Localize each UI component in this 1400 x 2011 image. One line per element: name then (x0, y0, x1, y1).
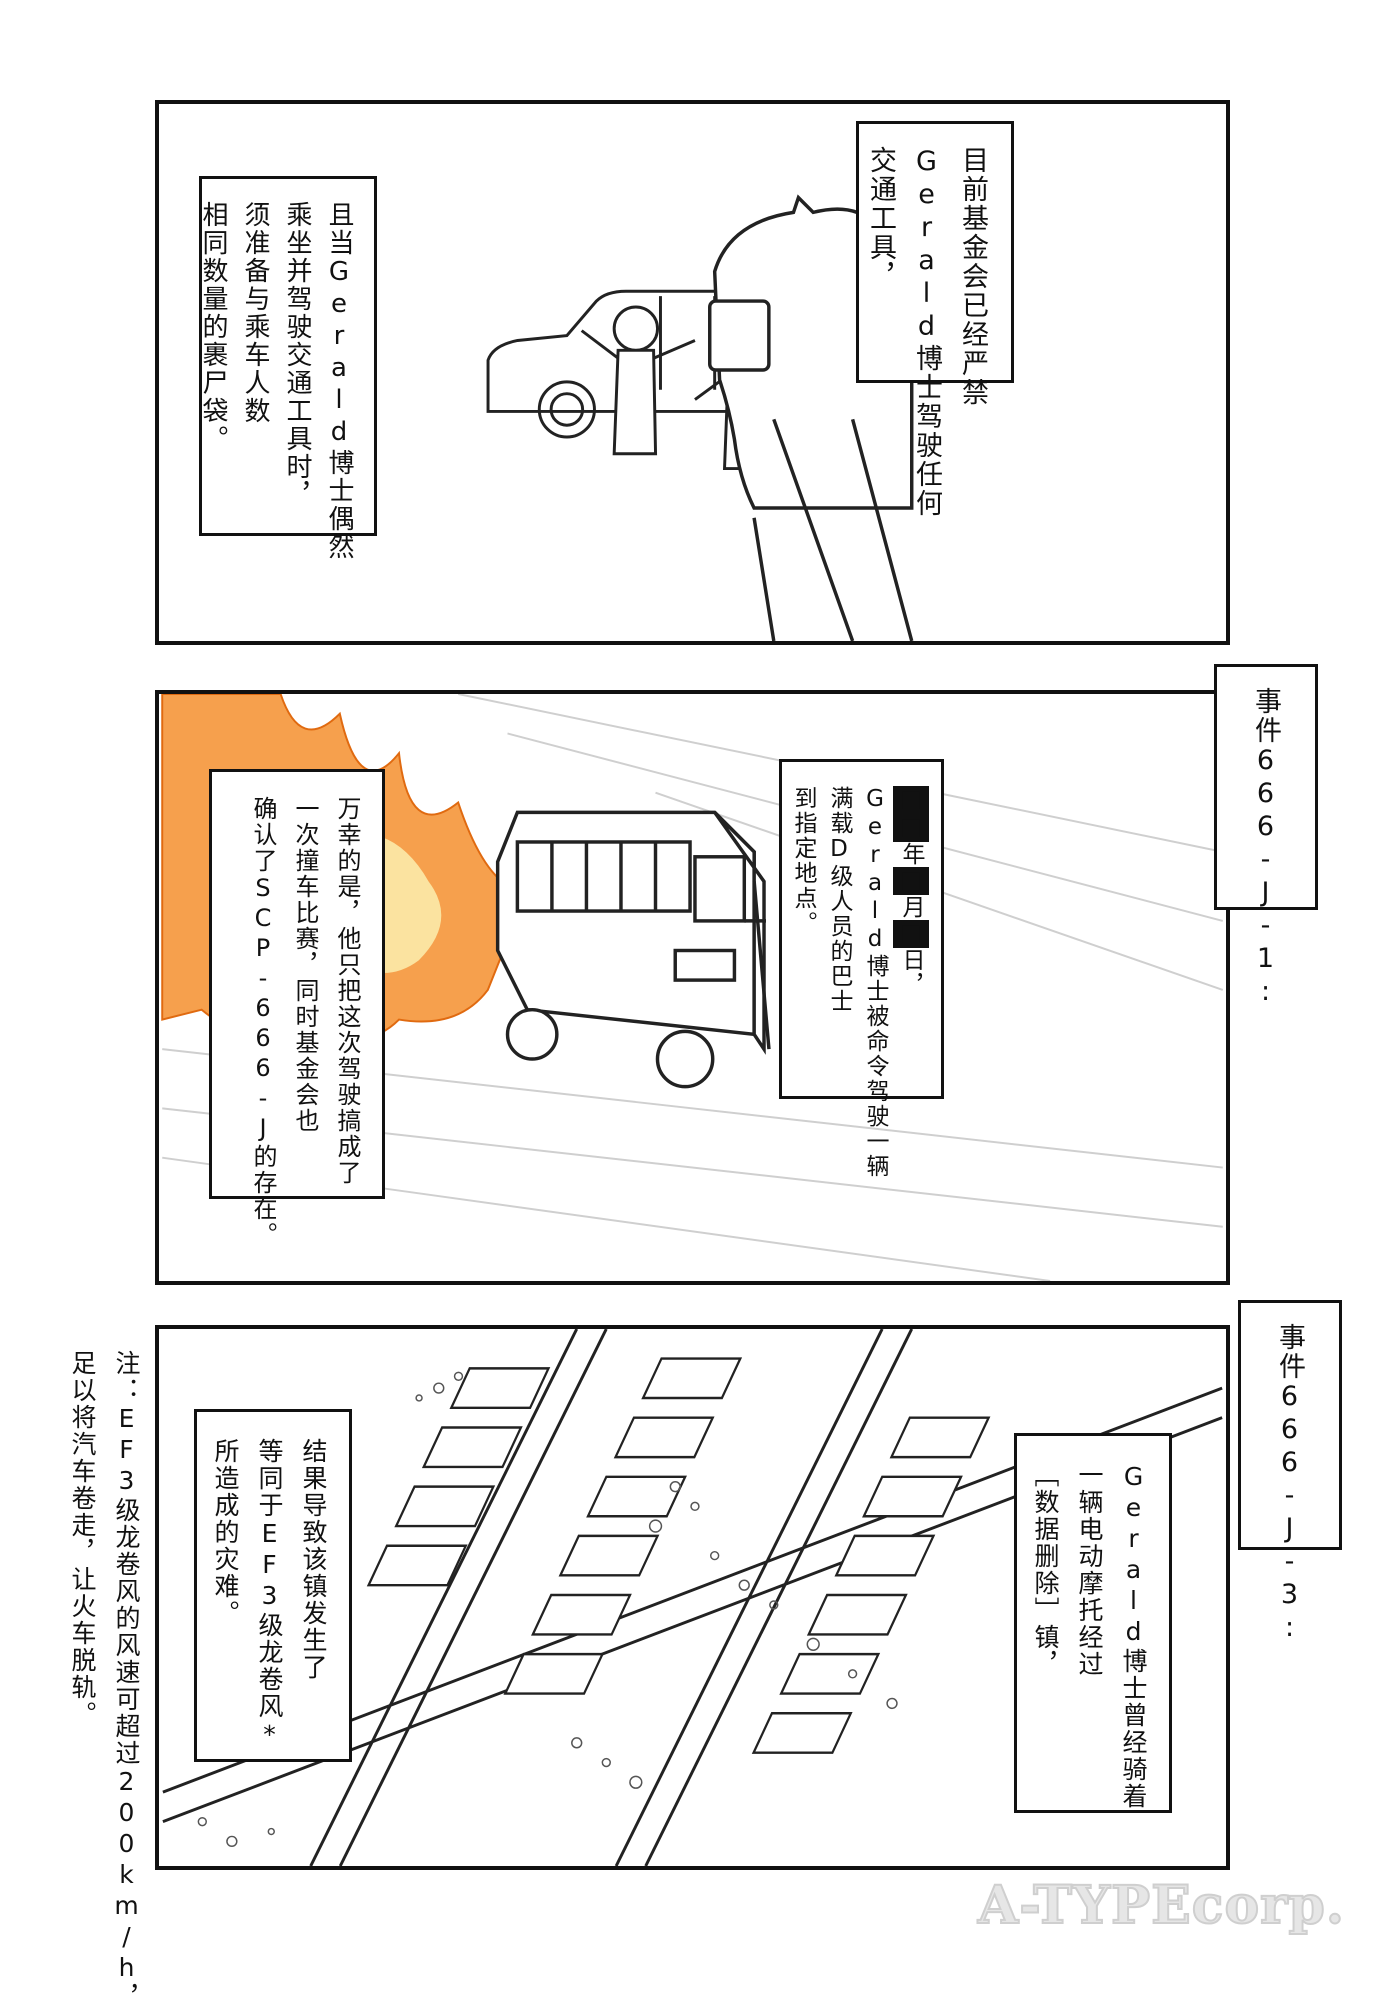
caption-line: 交通工具， (865, 146, 896, 291)
redaction-bar: ■ (893, 920, 929, 948)
caption-line: 一次撞车比赛，同时基金会也 (291, 796, 319, 1134)
caption-line-date: ■■年■月■日， (893, 786, 929, 1072)
caption-line: Gerald博士驾驶任何 (911, 146, 942, 518)
caption-box-electric-motorcycle: Gerald博士曾经骑着 一辆电动摩托经过 ［数据删除］镇， (1014, 1433, 1172, 1813)
caption-line: 到指定地点。 (790, 786, 816, 936)
watermark-logo: A-TYPEcorp. (977, 1874, 1345, 1937)
caption-line: 须准备与乘车人数 (240, 201, 270, 425)
footnote-line: 足以将汽车卷走，让火车脱轨。 (68, 1350, 97, 1728)
town-houses (366, 1357, 991, 1754)
caption-date-day: 日， (898, 948, 924, 998)
caption-line: Gerald博士被命令驾驶一辆 (862, 786, 888, 1179)
caption-date-year: 年 (898, 842, 924, 867)
panel-3-illustration (162, 1329, 1223, 1866)
event-label-text: 事件666-J-3: (1274, 1323, 1305, 1645)
event-label-666-j-1: 事件666-J-1: (1214, 664, 1318, 1009)
caption-line: 所造成的灾难。 (211, 1438, 240, 1627)
caption-line: 一辆电动摩托经过 (1075, 1462, 1104, 1678)
caption-line: Gerald博士曾经骑着 (1119, 1462, 1148, 1810)
caption-box-tornado-disaster: 结果导致该镇发生了 等同于EF3级龙卷风* 所造成的灾难。 (194, 1409, 352, 1762)
caption-date-month: 月 (898, 895, 924, 920)
event-label-text: 事件666-J-1: (1250, 687, 1281, 1009)
caption-line: ［数据删除］镇， (1031, 1462, 1060, 1678)
caption-line: 目前基金会已经严禁 (957, 146, 988, 407)
caption-line: 满载D级人员的巴士 (826, 786, 852, 1014)
caption-line: 确认了SCP-666-J的存在。 (249, 796, 277, 1248)
bus-drawing (495, 810, 771, 1089)
redaction-bar: ■ (893, 867, 929, 895)
footnote-line: 注：EF3级龙卷风的风速可超过200km/h， (112, 1350, 141, 2011)
caption-box-foundation-ban: 目前基金会已经严禁 Gerald博士驾驶任何 交通工具， (856, 121, 1014, 518)
caption-line: 乘坐并驾驶交通工具时， (282, 201, 312, 509)
caption-line: 且当Gerald博士偶然 (324, 201, 354, 561)
footnote: 注：EF3级龙卷风的风速可超过200km/h， 足以将汽车卷走，让火车脱轨。 (60, 1350, 148, 2011)
caption-line: 相同数量的裹尸袋。 (198, 201, 228, 453)
event-label-666-j-3: 事件666-J-3: (1238, 1300, 1342, 1645)
caption-box-bus-order: ■■年■月■日， Gerald博士被命令驾驶一辆 满载D级人员的巴士 到指定地点… (779, 759, 944, 1179)
panel-2: ■■年■月■日， Gerald博士被命令驾驶一辆 满载D级人员的巴士 到指定地点… (155, 690, 1230, 1285)
caption-box-body-bags: 且当Gerald博士偶然 乘坐并驾驶交通工具时， 须准备与乘车人数 相同数量的裹… (198, 176, 377, 561)
redaction-bar: ■■ (893, 786, 929, 842)
stick-figure-left (580, 305, 696, 456)
caption-line: 万幸的是，他只把这次驾驶搞成了 (333, 796, 361, 1186)
panel-3: Gerald博士曾经骑着 一辆电动摩托经过 ［数据删除］镇， 结果导致该镇发生了… (155, 1325, 1230, 1870)
caption-line: 结果导致该镇发生了 (299, 1438, 328, 1681)
panel-1: 目前基金会已经严禁 Gerald博士驾驶任何 交通工具， 且当Gerald博士偶… (155, 100, 1230, 645)
caption-line: 等同于EF3级龙卷风* (255, 1438, 284, 1751)
caption-box-crash-race: 万幸的是，他只把这次驾驶搞成了 一次撞车比赛，同时基金会也 确认了SCP-666… (209, 769, 385, 1248)
debris (197, 1371, 898, 1848)
